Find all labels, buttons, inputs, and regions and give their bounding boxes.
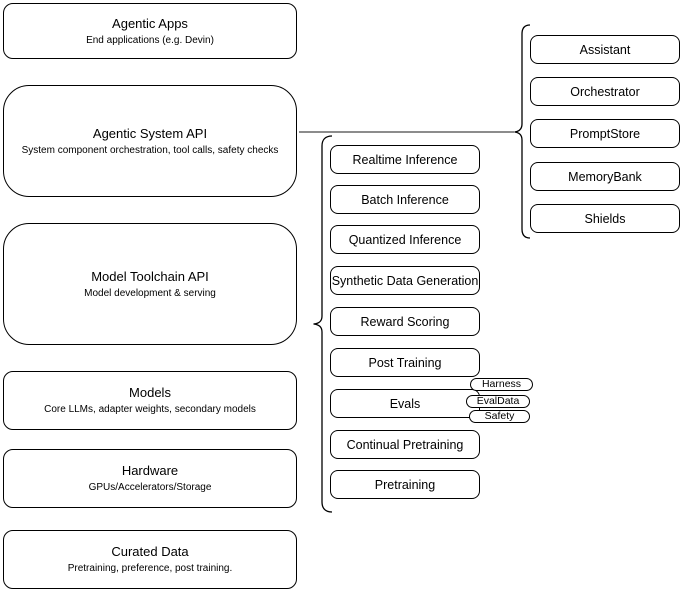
node-subtitle: Pretraining, preference, post training. <box>67 563 233 574</box>
node-continual-pretraining: Continual Pretraining <box>330 430 480 459</box>
node-models: Models Core LLMs, adapter weights, secon… <box>3 371 297 430</box>
node-quantized-inference: Quantized Inference <box>330 225 480 254</box>
tag-safety: Safety <box>469 410 530 423</box>
node-hardware: Hardware GPUs/Accelerators/Storage <box>3 449 297 508</box>
curly-brace-system-group-icon <box>514 24 531 239</box>
node-memorybank: MemoryBank <box>530 162 680 191</box>
node-subtitle: System component orchestration, tool cal… <box>21 144 279 156</box>
node-promptstore: PromptStore <box>530 119 680 148</box>
node-subtitle: GPUs/Accelerators/Storage <box>88 482 212 493</box>
node-title: Hardware <box>121 463 179 478</box>
node-subtitle: Core LLMs, adapter weights, secondary mo… <box>44 404 256 415</box>
node-subtitle: End applications (e.g. Devin) <box>86 34 214 46</box>
node-realtime-inference: Realtime Inference <box>330 145 480 174</box>
node-title: Agentic System API <box>92 125 208 141</box>
node-title: Model Toolchain API <box>91 268 209 284</box>
node-synthetic-data-generation: Synthetic Data Generation <box>330 266 480 295</box>
node-post-training: Post Training <box>330 348 480 377</box>
node-title: Curated Data <box>111 544 189 559</box>
node-agentic-apps: Agentic Apps End applications (e.g. Devi… <box>3 3 297 59</box>
node-subtitle: Model development & serving <box>84 287 216 299</box>
node-reward-scoring: Reward Scoring <box>330 307 480 336</box>
node-agentic-system-api: Agentic System API System component orch… <box>3 85 297 197</box>
node-orchestrator: Orchestrator <box>530 77 680 106</box>
node-evals: Evals <box>330 389 480 418</box>
node-curated-data: Curated Data Pretraining, preference, po… <box>3 530 297 589</box>
node-pretraining: Pretraining <box>330 470 480 499</box>
node-title: Models <box>129 385 171 400</box>
node-title: Agentic Apps <box>112 15 188 31</box>
tag-evaldata: EvalData <box>466 395 530 408</box>
tag-harness: Harness <box>470 378 533 391</box>
node-batch-inference: Batch Inference <box>330 185 480 214</box>
node-shields: Shields <box>530 204 680 233</box>
node-assistant: Assistant <box>530 35 680 64</box>
node-model-toolchain-api: Model Toolchain API Model development & … <box>3 223 297 345</box>
